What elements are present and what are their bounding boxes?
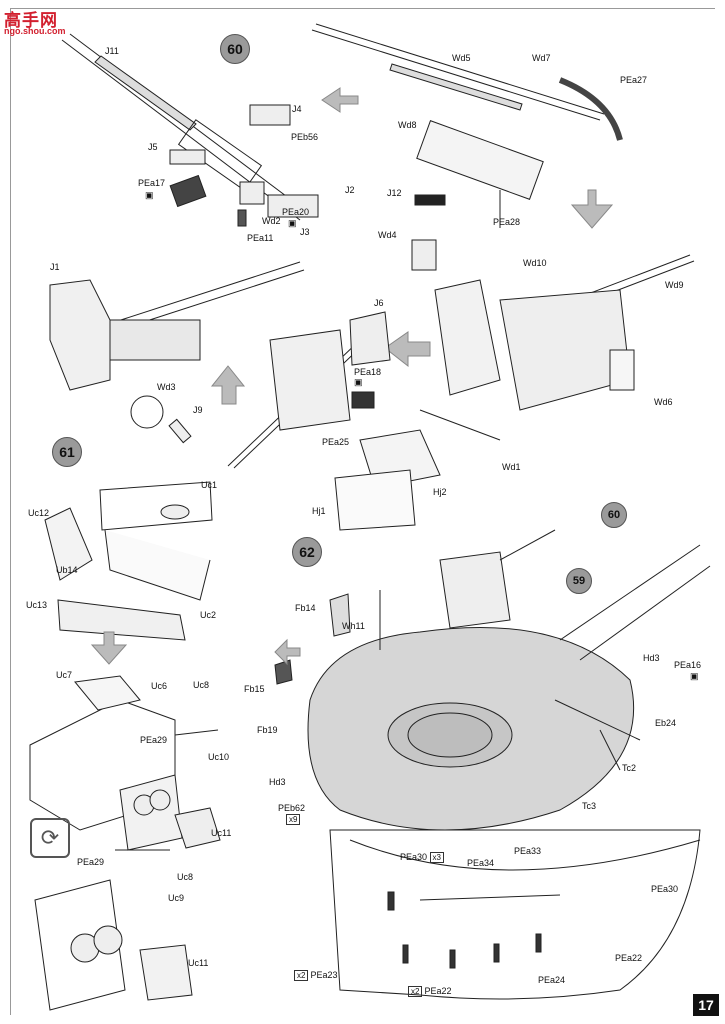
- part-label: Wd10: [523, 258, 547, 268]
- watermark-logo: 高手网 ngo.shou.com: [4, 11, 66, 36]
- part-label: PEa22: [615, 953, 643, 963]
- part-label: J5: [148, 142, 158, 152]
- box-assembled: [29, 675, 221, 851]
- part-label: PEa30 x3: [400, 852, 446, 863]
- part-label: Uc2: [200, 610, 217, 620]
- part-label: Hj2: [433, 487, 447, 497]
- step-61-marker: 61: [52, 437, 82, 467]
- part-label: Uc9: [168, 893, 185, 903]
- gun-exploded-left: [61, 33, 319, 227]
- part-label: PEa20: [282, 207, 310, 217]
- part-label: PEa25: [322, 437, 350, 447]
- part-label: J4: [292, 104, 302, 114]
- part-label: Wd4: [378, 230, 397, 240]
- flip-over-icon: ⟳: [30, 818, 70, 858]
- part-label: Uc6: [151, 681, 168, 691]
- part-label: PEa28: [493, 217, 521, 227]
- part-label: Wd5: [452, 53, 471, 63]
- photo-etch-icon: ▣: [288, 218, 297, 228]
- part-label: J2: [345, 185, 355, 195]
- part-label: Wd3: [157, 382, 176, 392]
- arrow-left-icon: [384, 331, 431, 368]
- part-label: Hd3: [643, 653, 660, 663]
- gun-assembled-left: [49, 261, 305, 444]
- part-label: PEb62: [278, 803, 306, 813]
- part-label: Fb19: [257, 725, 278, 735]
- gun-exploded-right: [311, 23, 623, 271]
- multiplier-badge: x9: [286, 814, 302, 825]
- arrow-up-icon: [210, 365, 246, 405]
- part-label: J3: [300, 227, 310, 237]
- box-cover-exploded: [44, 481, 213, 641]
- part-label: Tc2: [622, 763, 637, 773]
- part-label: Wd8: [398, 120, 417, 130]
- page-frame: [10, 8, 715, 1015]
- arrow-left-icon-2: [274, 638, 301, 666]
- arrow-down-icon: [570, 189, 614, 229]
- gun-on-cradle-right: [419, 254, 695, 441]
- part-label: Uc12: [28, 508, 50, 518]
- step-62-marker: 62: [292, 537, 322, 567]
- part-label: PEa18: [354, 367, 382, 377]
- part-label: PEa34: [467, 858, 495, 868]
- part-label: PEa27: [620, 75, 648, 85]
- photo-etch-icon: ▣: [354, 377, 363, 387]
- page-number: 17: [693, 994, 719, 1016]
- step-59-ref-marker: 59: [566, 568, 592, 594]
- part-label: PEa30: [651, 884, 679, 894]
- part-label: Uc10: [208, 752, 230, 762]
- arrow-right-icon: [321, 87, 359, 113]
- part-label: PEa29: [77, 857, 105, 867]
- part-label: J9: [193, 405, 203, 415]
- part-label: Ub14: [56, 565, 78, 575]
- part-label: Wd6: [654, 397, 673, 407]
- step-60-marker: 60: [220, 34, 250, 64]
- part-label: J12: [387, 188, 402, 198]
- part-label: Wd1: [502, 462, 521, 472]
- turret-underside-detail: [329, 829, 701, 1000]
- part-label: Hj1: [312, 506, 326, 516]
- part-label: PEb56: [291, 132, 319, 142]
- part-label: J1: [50, 262, 60, 272]
- part-label: PEa33: [514, 846, 542, 856]
- arrow-down-icon-2: [90, 631, 128, 665]
- part-label: Wh11: [342, 621, 365, 631]
- part-label: Uc7: [56, 670, 73, 680]
- part-label: Uc11: [188, 958, 209, 968]
- part-label: Uc8: [177, 872, 194, 882]
- part-label: Uc11: [211, 828, 232, 838]
- part-label: Eb24: [655, 718, 677, 728]
- part-label: Fb14: [295, 603, 316, 613]
- part-label: Wd9: [665, 280, 684, 290]
- photo-etch-icon: ▣: [690, 671, 699, 681]
- part-label: PEa17: [138, 178, 166, 188]
- part-label: J11: [105, 46, 119, 56]
- part-label: PEa11: [247, 233, 274, 243]
- part-label: PEa24: [538, 975, 566, 985]
- turret-drawing: [274, 529, 711, 831]
- photo-etch-icon: ▣: [145, 190, 154, 200]
- part-label: Uc1: [201, 480, 218, 490]
- part-label: PEa16: [674, 660, 702, 670]
- part-label: Wd7: [532, 53, 551, 63]
- gun-with-ammo-box: [227, 311, 441, 531]
- part-label: Hd3: [269, 777, 286, 787]
- part-label: Wd2: [262, 216, 281, 226]
- part-label: J6: [374, 298, 384, 308]
- box-reverse-view: [34, 849, 193, 1011]
- part-label: Uc13: [26, 600, 48, 610]
- part-label: Fb15: [244, 684, 265, 694]
- part-label: Uc8: [193, 680, 210, 690]
- part-label: PEa29: [140, 735, 168, 745]
- part-label: Tc3: [582, 801, 597, 811]
- step-60-ref-marker: 60: [601, 502, 627, 528]
